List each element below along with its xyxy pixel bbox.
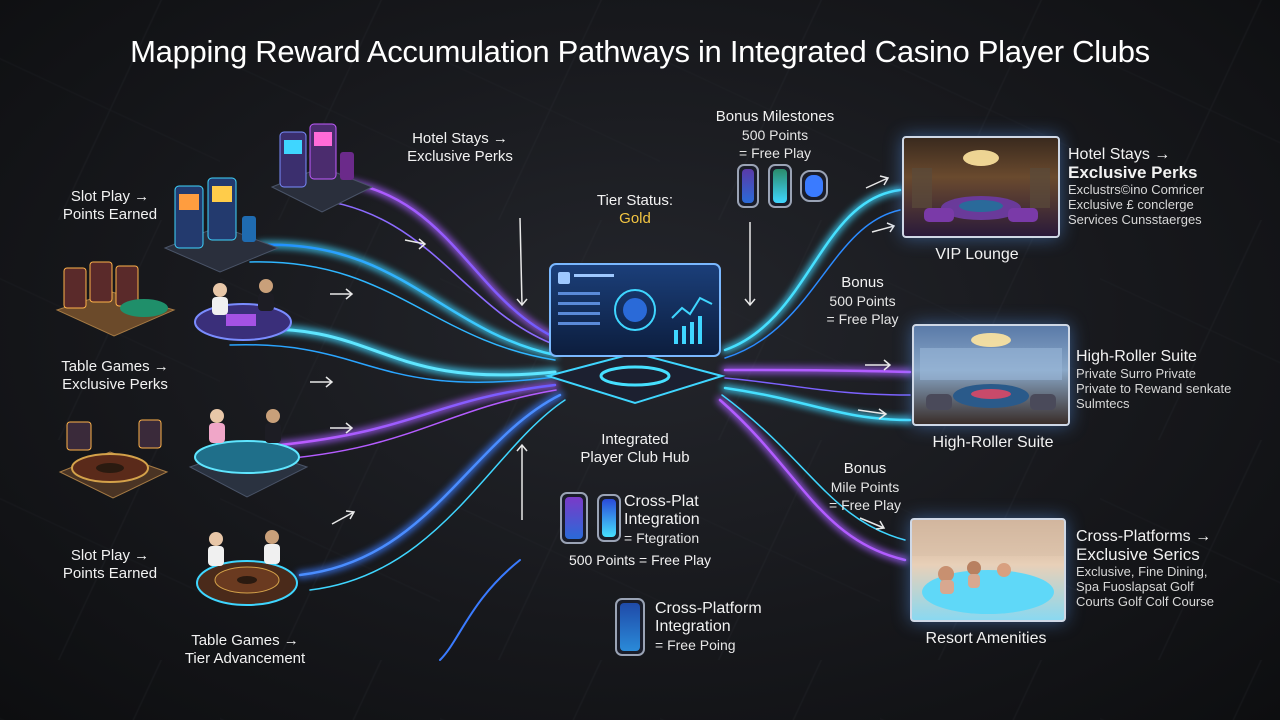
slot-play-label-1: Slot Play → Points Earned xyxy=(40,188,180,224)
bonus-title-2: Bonus xyxy=(843,460,887,477)
tier-status-title: Tier Status: xyxy=(596,192,674,209)
hotel-stays-value: Exclusive Perks xyxy=(407,148,513,165)
table-games-value-2: Tier Advancement xyxy=(184,650,306,667)
suite-title: High-Roller Suite xyxy=(1076,348,1197,365)
tier-status-value: Gold xyxy=(619,210,651,227)
slot-play-title-2: Slot Play → xyxy=(70,547,150,564)
vip-detail-1: Exclustrs©ino Comricer xyxy=(1068,182,1204,197)
hotel-stays-label-left: Hotel Stays → Exclusive Perks xyxy=(390,130,530,166)
milestones-points: 500 Points xyxy=(741,127,809,143)
table-games-value: Exclusive Perks xyxy=(62,376,168,393)
cross-plat-title: Cross-Plat xyxy=(624,493,699,510)
resort-title-1: Cross-Platforms → xyxy=(1076,528,1212,545)
resort-detail-2: Spa Fuoslapsat Golf xyxy=(1076,579,1194,594)
suite-detail-1: Private Surro Private xyxy=(1076,366,1196,381)
bonus-label-2: Bonus Mile Points = Free Play xyxy=(800,460,930,514)
page-title: Mapping Reward Accumulation Pathways in … xyxy=(130,34,1150,69)
resort-detail-3: Courts Golf Colf Course xyxy=(1076,594,1214,609)
vip-lounge-scene xyxy=(912,150,1050,222)
table-game-teal-icon xyxy=(188,409,309,498)
slot-machines-icon xyxy=(270,123,374,213)
bonus-reward-1: = Free Play xyxy=(826,311,899,327)
slot-row-icon xyxy=(163,177,280,273)
slot-play-value-2: Points Earned xyxy=(62,565,158,582)
vip-lounge-image xyxy=(902,136,1060,238)
hub-subtitle: Player Club Hub xyxy=(580,449,690,466)
resort-amenities-caption: Resort Amenities xyxy=(925,630,1047,647)
milestones-reward: = Free Play xyxy=(739,145,811,161)
bonus-label-1: Bonus 500 Points = Free Play xyxy=(800,274,925,328)
resort-detail-1: Exclusive, Fine Dining, xyxy=(1076,564,1208,579)
table-games-title: Table Games → xyxy=(61,358,169,375)
slot-play-label-2: Slot Play → Points Earned xyxy=(40,547,180,583)
vip-title-1: Hotel Stays → xyxy=(1068,146,1171,163)
phone-icon-2 xyxy=(768,164,792,208)
hub-title: Integrated xyxy=(601,431,669,448)
cross-platform-label: Cross-Platform Integration = Free Poing xyxy=(655,600,785,654)
phone-icon-4 xyxy=(615,598,645,656)
table-games-title-2: Table Games → xyxy=(191,632,299,649)
bonus-milestones-label: Bonus Milestones 500 Points = Free Play xyxy=(700,108,850,162)
bonus-points-1: 500 Points xyxy=(829,293,896,309)
slot-play-title: Slot Play → xyxy=(70,188,150,205)
cross-platform-detail: = Free Poing xyxy=(655,637,736,653)
cross-platform-title: Cross-Platform xyxy=(655,600,762,617)
milestones-title: Bonus Milestones xyxy=(715,108,835,125)
arrow-markers xyxy=(310,175,896,530)
table-games-label-2: Table Games → Tier Advancement xyxy=(165,632,325,668)
player-club-hub-icon xyxy=(544,263,726,405)
table-game-purple-icon xyxy=(194,279,292,341)
hotel-stays-title: Hotel Stays → xyxy=(412,130,508,147)
resort-amenities-image xyxy=(910,518,1066,622)
table-games-label-1: Table Games → Exclusive Perks xyxy=(40,358,190,394)
slot-play-value: Points Earned xyxy=(62,206,158,223)
hub-label: Integrated Player Club Hub xyxy=(560,431,710,467)
vip-title-2: Exclusive Perks xyxy=(1068,163,1198,182)
high-roller-suite-image xyxy=(912,324,1070,426)
cross-plat-subtitle: Integration xyxy=(624,511,700,528)
slot-bank-icon xyxy=(55,261,176,337)
bonus-reward-2: = Free Play xyxy=(829,497,901,513)
resort-scene xyxy=(912,520,1064,614)
high-roller-suite-description: High-Roller Suite Private Surro Private … xyxy=(1076,348,1266,411)
bonus-title-1: Bonus xyxy=(841,274,884,291)
vip-lounge-description: Hotel Stays → Exclusive Perks Exclustrs©… xyxy=(1068,146,1258,227)
cross-plat-reward: 500 Points = Free Play xyxy=(568,552,712,568)
tablet-icon xyxy=(560,492,588,544)
suite-detail-2: Private to Rewand senkate xyxy=(1076,381,1232,396)
smartwatch-icon xyxy=(800,170,828,202)
vip-detail-2: Exclusive £ conclerge xyxy=(1068,197,1194,212)
vip-lounge-caption: VIP Lounge xyxy=(935,246,1019,263)
cross-plat-detail: = Ftegration xyxy=(624,530,700,546)
phone-icon-3 xyxy=(597,494,621,542)
phone-icon xyxy=(737,164,759,208)
bonus-points-2: Mile Points xyxy=(830,479,900,495)
cross-platform-subtitle: Integration xyxy=(655,618,731,635)
high-roller-suite-caption: High-Roller Suite xyxy=(932,434,1054,451)
tier-status-label: Tier Status: Gold xyxy=(565,192,705,228)
roulette-icon xyxy=(58,419,169,499)
suite-detail-3: Sulmtecs xyxy=(1076,396,1130,411)
roulette-table-icon xyxy=(196,530,298,606)
vip-detail-3: Services Cunsstaerges xyxy=(1068,212,1202,227)
suite-scene xyxy=(920,333,1062,410)
resort-title-2: Exclusive Serics xyxy=(1076,545,1200,564)
cross-plat-label: Cross-Plat Integration = Ftegration xyxy=(624,493,734,547)
resort-amenities-description: Cross-Platforms → Exclusive Serics Exclu… xyxy=(1076,528,1266,609)
